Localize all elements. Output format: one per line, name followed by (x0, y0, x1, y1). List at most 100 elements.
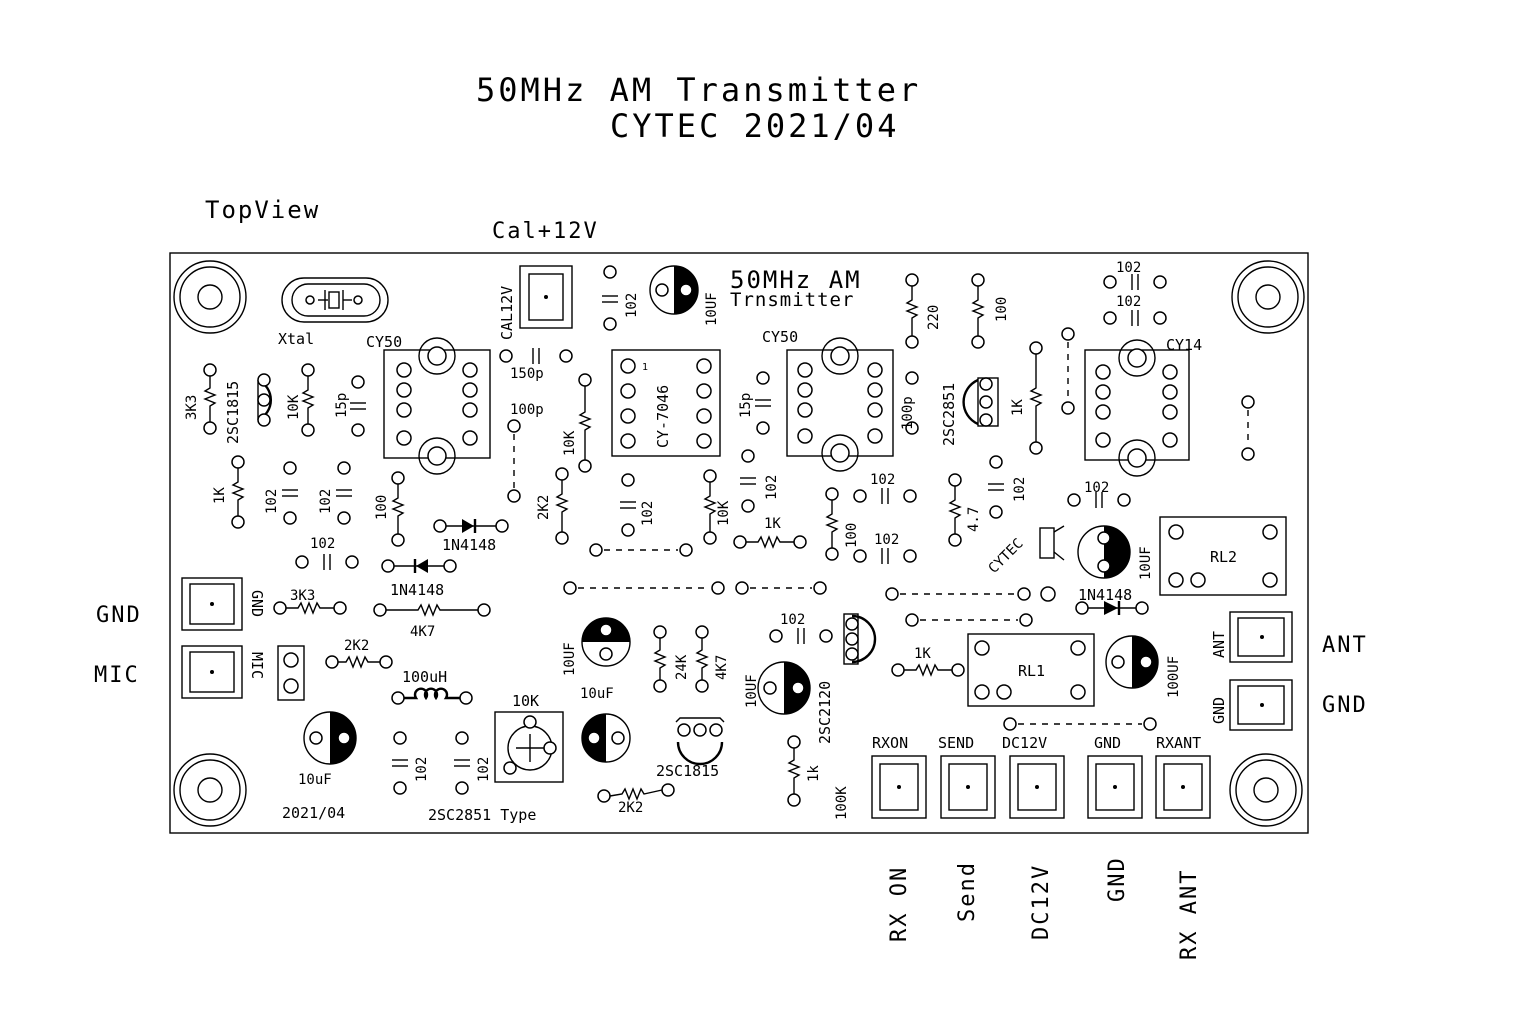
value-10uf-a: 10UF (704, 292, 720, 326)
value-15p-a: 15p (334, 393, 350, 418)
diode-1n4148-3 (1075, 601, 1149, 615)
value-10uf-e: 10UF (744, 674, 760, 708)
value-100k: 100K (834, 786, 850, 820)
ant-conn-label: ANT (1210, 631, 1228, 658)
ecap-10uf-bottom-left (303, 711, 357, 765)
ecap-10uf-center (757, 661, 811, 715)
mounting-hole-top-left (173, 260, 247, 334)
trimmer-10k (494, 711, 564, 783)
value-10k-c: 10K (716, 500, 732, 526)
value-102-h: 102 (764, 475, 780, 500)
value-2k2-a: 2K2 (536, 495, 552, 520)
mic-header (277, 645, 305, 701)
ic-cy7046 (611, 349, 721, 457)
connector-rxon (871, 755, 927, 819)
coil-cy50-1-label: CY50 (366, 333, 402, 351)
value-1k-c: 1K (764, 516, 781, 532)
connector-gnd-right (1229, 679, 1293, 731)
board-label-rxant: RXANT (1156, 734, 1201, 752)
value-102-a: 102 (624, 293, 640, 318)
coil-cy50-2-label: CY50 (762, 328, 798, 346)
ecap-100uf (1105, 635, 1159, 689)
tr2-label: 2SC2851 (940, 383, 958, 446)
value-102-f: 102 (310, 536, 335, 552)
mounting-hole-bottom-left (173, 753, 247, 827)
value-1k-a: 1K (1010, 399, 1026, 416)
diode-1n4148-1 (433, 519, 509, 533)
value-2k2-c: 2K2 (618, 800, 643, 816)
relay-rl1-label: RL1 (1018, 662, 1045, 680)
ecap-10uf-top (649, 265, 699, 315)
tr1-label: 2SC1815 (224, 381, 242, 444)
view-label: TopView (205, 196, 320, 224)
ecap-10uf-mid (581, 617, 631, 667)
coil-cy50-2 (786, 337, 894, 472)
transistor-2sc1815-2 (675, 717, 725, 766)
connector-dc12v (1009, 755, 1065, 819)
mic-conn-label: MIC (248, 652, 266, 679)
external-ant-right: ANT (1322, 633, 1368, 658)
vertical-label-send: Send (955, 861, 980, 922)
cal12v-connector (519, 265, 573, 329)
value-10uf-f: 10uF (298, 772, 332, 788)
tr3-label: 2SC2120 (816, 681, 834, 744)
value-100-c: 100 (844, 523, 860, 548)
gnd-conn2-label: GND (1210, 697, 1228, 724)
board-label-rxon: RXON (872, 734, 908, 752)
board-label-dc12v: DC12V (1002, 734, 1047, 752)
value-3k3-b: 3K3 (290, 588, 315, 604)
cal12v-label: CAL12V (498, 286, 516, 340)
connector-mic-left (181, 645, 243, 699)
board-outline (169, 252, 1309, 834)
value-102-j: 102 (874, 532, 899, 548)
vertical-label-rxant: RX ANT (1177, 869, 1202, 960)
connector-ant-right (1229, 611, 1293, 663)
cal-label: Cal+12V (492, 219, 599, 244)
value-4-7: 4.7 (966, 507, 982, 532)
value-102-c: 102 (1116, 294, 1141, 310)
value-102-m: 102 (780, 612, 805, 628)
main-title: 50MHz AM Transmitter (476, 71, 921, 109)
value-220: 220 (926, 305, 942, 330)
cytec-regulator (1039, 525, 1065, 602)
inductor-100uh (391, 687, 473, 705)
value-102-b: 102 (1116, 260, 1141, 276)
relay-rl2-label: RL2 (1210, 548, 1237, 566)
diode-1n4148-2 (381, 559, 457, 573)
relay-rl2 (1159, 516, 1287, 596)
value-100p-a: 100p (510, 402, 544, 418)
external-gnd-right: GND (1322, 693, 1368, 718)
relay-rl1 (967, 633, 1095, 707)
value-100uf: 100UF (1166, 656, 1182, 698)
diode1-label: 1N4148 (442, 536, 496, 554)
ecap-10uf-right (1077, 525, 1131, 579)
board-title-1: 50MHz AM (730, 266, 862, 294)
crystal-xtal (281, 277, 389, 323)
value-2k2-b: 2K2 (344, 638, 369, 654)
xtal-label: Xtal (278, 330, 314, 348)
gnd-conn-label: GND (248, 590, 266, 617)
value-4k7-b: 4K7 (714, 655, 730, 680)
inductor-label: 100uH (402, 668, 447, 686)
transistor-2sc1815-1 (257, 373, 272, 427)
value-102-i: 102 (870, 472, 895, 488)
resistors (203, 273, 1255, 807)
trimmer-label: 10K (512, 692, 539, 710)
transistor-2sc2120 (843, 613, 877, 665)
value-24k: 24K (674, 654, 690, 680)
external-gnd-left: GND (96, 603, 142, 628)
external-mic-left: MIC (94, 663, 140, 688)
board-type-label: 2SC2851 Type (428, 806, 536, 824)
connector-gnd-bottom (1087, 755, 1143, 819)
value-102-n: 102 (414, 757, 430, 782)
coil-cy14-label: CY14 (1166, 336, 1202, 354)
diode2-label: 1N4148 (390, 581, 444, 599)
board-date: 2021/04 (282, 804, 345, 822)
vertical-label-rxon: RX ON (887, 866, 912, 942)
value-102-g: 102 (640, 501, 656, 526)
cytec-mark: CYTEC (986, 536, 1027, 577)
value-102-l: 102 (1084, 480, 1109, 496)
value-15p-b: 15p (738, 393, 754, 418)
mounting-hole-top-right (1231, 260, 1305, 334)
